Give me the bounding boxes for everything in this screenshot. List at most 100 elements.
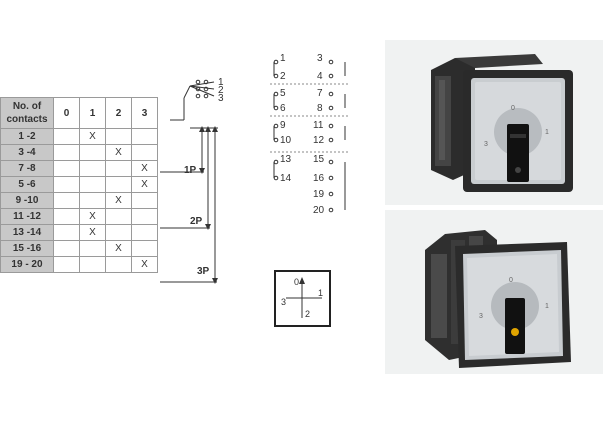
cell [131, 208, 158, 225]
row-label: 3 -4 [0, 144, 54, 161]
svg-text:1: 1 [545, 303, 549, 310]
cell [131, 224, 158, 241]
pole-3p-label: 3P [197, 266, 210, 277]
cell: X [131, 160, 158, 177]
cell [53, 240, 80, 257]
terminal-label: 10 [280, 135, 292, 146]
terminal-label: 5 [280, 88, 286, 99]
cell [79, 256, 106, 273]
terminal-label: 4 [317, 71, 323, 82]
contacts-table: No. of contacts 0 1 2 3 1 -2 X 3 -4 X 7 … [0, 97, 158, 273]
position-dial-diagram: 0 1 2 3 [274, 270, 331, 327]
pole-brackets: 1 2 3 1P 2P 3P [160, 77, 224, 284]
rotary-switch-image: 0 1 3 [385, 210, 603, 374]
cell [131, 128, 158, 145]
symbol-label-2: 2 [218, 85, 224, 96]
table-row: 9 -10 X [0, 192, 158, 209]
rotary-switch-image: 0 1 3 [385, 40, 603, 205]
cell [53, 224, 80, 241]
cell [79, 176, 106, 193]
cell: X [105, 144, 132, 161]
row-label: 5 -6 [0, 176, 54, 193]
svg-text:0: 0 [511, 105, 515, 112]
cell [131, 192, 158, 209]
cell [53, 256, 80, 273]
header-pos-0: 0 [53, 97, 80, 129]
terminal-label: 3 [317, 53, 323, 64]
terminal-label: 8 [317, 103, 323, 114]
cell [131, 240, 158, 257]
product-photo-front: 0 1 3 [385, 40, 603, 205]
terminal-label: 12 [313, 135, 325, 146]
table-row: 11 -12 X [0, 208, 158, 225]
header-pos-1: 1 [79, 97, 106, 129]
terminal-label: 16 [313, 173, 325, 184]
dial-label-1: 1 [318, 288, 323, 298]
table-row: 13 -14 X [0, 224, 158, 241]
row-label: 11 -12 [0, 208, 54, 225]
svg-text:1: 1 [545, 129, 549, 136]
cell [105, 160, 132, 177]
dial-label-3: 3 [281, 297, 286, 307]
cell: X [131, 256, 158, 273]
table-row: 5 -6 X [0, 176, 158, 193]
cell [105, 208, 132, 225]
svg-text:3: 3 [484, 141, 488, 148]
cell [105, 176, 132, 193]
row-label: 9 -10 [0, 192, 54, 209]
cell [79, 240, 106, 257]
terminal-label: 9 [280, 120, 286, 131]
cell: X [79, 128, 106, 145]
row-label: 7 -8 [0, 160, 54, 177]
cell [131, 144, 158, 161]
table-row: 7 -8 X [0, 160, 158, 177]
cell [79, 144, 106, 161]
switch-symbol-icon [170, 79, 215, 121]
cell [53, 176, 80, 193]
svg-text:3: 3 [479, 313, 483, 320]
table-header-row: No. of contacts 0 1 2 3 [0, 97, 158, 129]
pole-2p-label: 2P [190, 216, 203, 227]
table-row: 3 -4 X [0, 144, 158, 161]
header-contacts: No. of contacts [0, 97, 54, 129]
dial-label-0: 0 [294, 277, 299, 287]
cell [105, 224, 132, 241]
terminal-label: 15 [313, 154, 325, 165]
cell [79, 192, 106, 209]
cell [53, 128, 80, 145]
cell [79, 160, 106, 177]
terminal-label: 6 [280, 103, 286, 114]
cell [105, 128, 132, 145]
row-label: 1 -2 [0, 128, 54, 145]
table-row: 15 -16 X [0, 240, 158, 257]
row-label: 15 -16 [0, 240, 54, 257]
row-label: 13 -14 [0, 224, 54, 241]
cell: X [79, 208, 106, 225]
pole-1p-label: 1P [184, 165, 197, 176]
cell: X [105, 240, 132, 257]
terminal-label: 11 [313, 120, 324, 131]
dial-label-2: 2 [305, 309, 310, 319]
terminal-label: 19 [313, 189, 325, 200]
row-label: 19 - 20 [0, 256, 54, 273]
terminal-label: 1 [280, 53, 286, 64]
table-row: 19 - 20 X [0, 256, 158, 273]
cell [105, 256, 132, 273]
header-pos-2: 2 [105, 97, 132, 129]
cell [53, 208, 80, 225]
header-pos-3: 3 [131, 97, 158, 129]
product-photo-angled: 0 1 3 [385, 210, 603, 374]
terminal-label: 13 [280, 154, 292, 165]
terminal-diagram: 1 2 5 6 9 10 13 14 3 4 7 8 11 12 15 16 1… [270, 53, 349, 216]
terminal-label: 7 [317, 88, 323, 99]
terminal-label: 20 [313, 205, 325, 216]
table-row: 1 -2 X [0, 128, 158, 145]
cell: X [105, 192, 132, 209]
terminal-label: 2 [280, 71, 286, 82]
terminal-label: 14 [280, 173, 292, 184]
cell: X [79, 224, 106, 241]
symbol-label-1: 1 [218, 77, 224, 88]
cell [53, 192, 80, 209]
symbol-label-3: 3 [218, 93, 224, 104]
cell: X [131, 176, 158, 193]
